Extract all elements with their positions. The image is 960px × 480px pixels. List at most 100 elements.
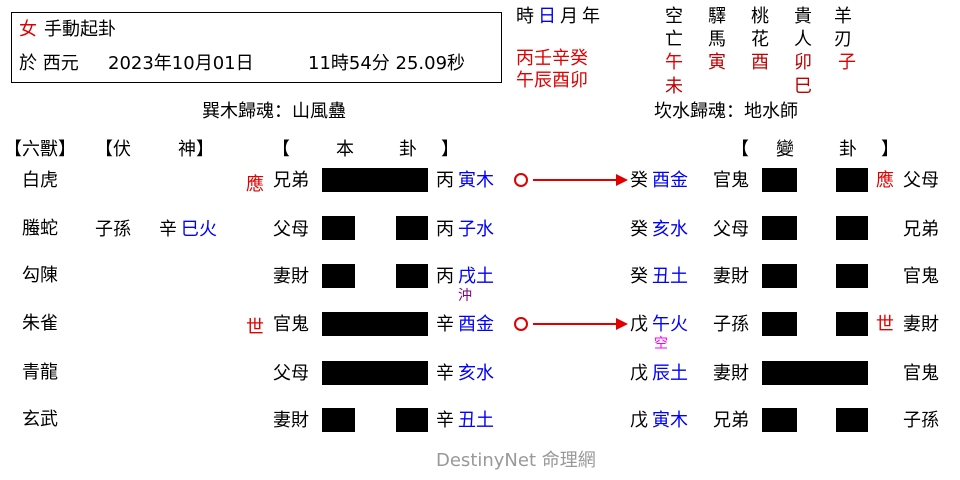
header-fushen-open: 【伏 [95,139,131,160]
calendar-header-ri: 日 [538,6,556,27]
yang-line [762,361,868,385]
yin-line-right [836,408,868,432]
branch-label: 寅木 [458,170,494,191]
header-bengua-close: 】 [441,139,459,160]
moving-line-arrow [514,173,628,187]
changed-shiying-marker: 應 [876,170,894,191]
yin-line-right [836,312,868,336]
changed-branch-label: 午火 [652,314,688,335]
beast-label: 朱雀 [22,313,58,334]
shensha-wang: 亡 [665,29,683,50]
changed-branch-label: 酉金 [652,170,688,191]
shiying-marker: 應 [246,174,264,195]
yin-line-left [322,216,355,240]
changed-rel-label: 子孫 [713,314,749,335]
changed-branch-label: 辰土 [652,363,688,384]
changed-hexagram-name: 坎水歸魂：地水師 [654,101,798,122]
time-value: 11時54分 25.09秒 [308,53,466,74]
shensha-yima-value: 寅 [708,52,726,73]
changed-liuqin-label: 官鬼 [903,363,939,384]
beast-label: 玄武 [22,409,58,430]
calendar-header-shi: 時 [516,6,534,27]
moving-line-arrow [514,317,628,331]
changed-liuqin-label: 官鬼 [903,266,939,287]
branch-label: 戌土 [458,266,494,287]
header-biangua-bian: 變 [776,139,794,160]
liuqin-label: 妻財 [273,410,309,431]
changed-liuqin-label: 父母 [903,170,939,191]
method-label: 手動起卦 [44,19,116,40]
yin-line-right [836,168,868,192]
changed-rel-label: 官鬼 [713,170,749,191]
calendar-branches: 午辰酉卯 [516,70,588,91]
shensha-ren2: 刃 [834,29,852,50]
yin-line-left [762,216,797,240]
liuqin-label: 兄弟 [273,170,309,191]
changed-stem-label: 癸 [630,219,648,240]
changed-stem-label: 戊 [630,363,648,384]
changed-branch-label: 寅木 [652,410,688,431]
chong-marker: 沖 [458,288,472,304]
header-fushen-close: 神】 [178,139,214,160]
changed-rel-label: 父母 [713,219,749,240]
header-bengua-gua: 卦 [399,139,417,160]
info-box: 女 手動起卦 於 西元 2023年10月01日 11時54分 25.09秒 [11,12,502,83]
gender-label: 女 [19,19,37,40]
shensha-taohua-value: 酉 [751,52,769,73]
yin-line-right [836,264,868,288]
shensha-kongwang-2: 未 [665,76,683,97]
beast-label: 青龍 [22,362,58,383]
shensha-tao: 桃 [751,6,769,27]
shensha-hua: 花 [751,29,769,50]
yin-line-right [396,216,428,240]
fushen-rel-label: 子孫 [95,219,131,240]
changed-stem-label: 癸 [630,266,648,287]
shensha-gui: 貴 [794,6,812,27]
yin-line-right [396,408,428,432]
stem-label: 辛 [436,410,454,431]
branch-label: 亥水 [458,363,494,384]
yin-line-left [762,168,797,192]
shensha-guiren-2: 巳 [794,76,812,97]
changed-liuqin-label: 子孫 [903,410,939,431]
yin-line-left [322,264,355,288]
liuqin-label: 妻財 [273,266,309,287]
header-bengua-ben: 本 [336,139,354,160]
liuqin-label: 父母 [273,363,309,384]
changed-stem-label: 癸 [630,170,648,191]
header-biangua-close: 】 [881,139,899,160]
yin-line-right [396,264,428,288]
fushen-stem-label: 辛 [159,219,177,240]
branch-label: 丑土 [458,410,494,431]
beast-label: 白虎 [22,170,58,191]
changed-stem-label: 戊 [630,410,648,431]
beast-label: 螣蛇 [22,218,58,239]
shensha-yangren-value: 子 [838,52,856,73]
header-biangua-open: 【 [731,139,749,160]
shiying-marker: 世 [246,317,264,338]
shensha-yi: 驛 [708,6,726,27]
date-prefix: 於 西元 [19,53,79,74]
shensha-kong: 空 [665,6,683,27]
changed-rel-label: 妻財 [713,363,749,384]
shensha-kongwang-1: 午 [665,52,683,73]
yin-line-left [762,408,797,432]
changed-rel-label: 兄弟 [713,410,749,431]
yang-line [322,361,428,385]
kong-marker: 空 [654,336,668,352]
calendar-header-nian: 年 [582,6,600,27]
stem-label: 丙 [436,219,454,240]
changed-rel-label: 妻財 [713,266,749,287]
changed-liuqin-label: 兄弟 [903,219,939,240]
calendar-stems: 丙壬辛癸 [516,48,588,69]
branch-label: 子水 [458,219,494,240]
changed-branch-label: 亥水 [652,219,688,240]
liuqin-label: 父母 [273,219,309,240]
changed-stem-label: 戊 [630,314,648,335]
yin-line-left [762,312,797,336]
main-hexagram-name: 巽木歸魂：山風蠱 [202,101,346,122]
header-bengua-open: 【 [272,139,290,160]
date-value: 2023年10月01日 [108,53,254,74]
stem-label: 辛 [436,363,454,384]
yang-line [322,312,428,336]
